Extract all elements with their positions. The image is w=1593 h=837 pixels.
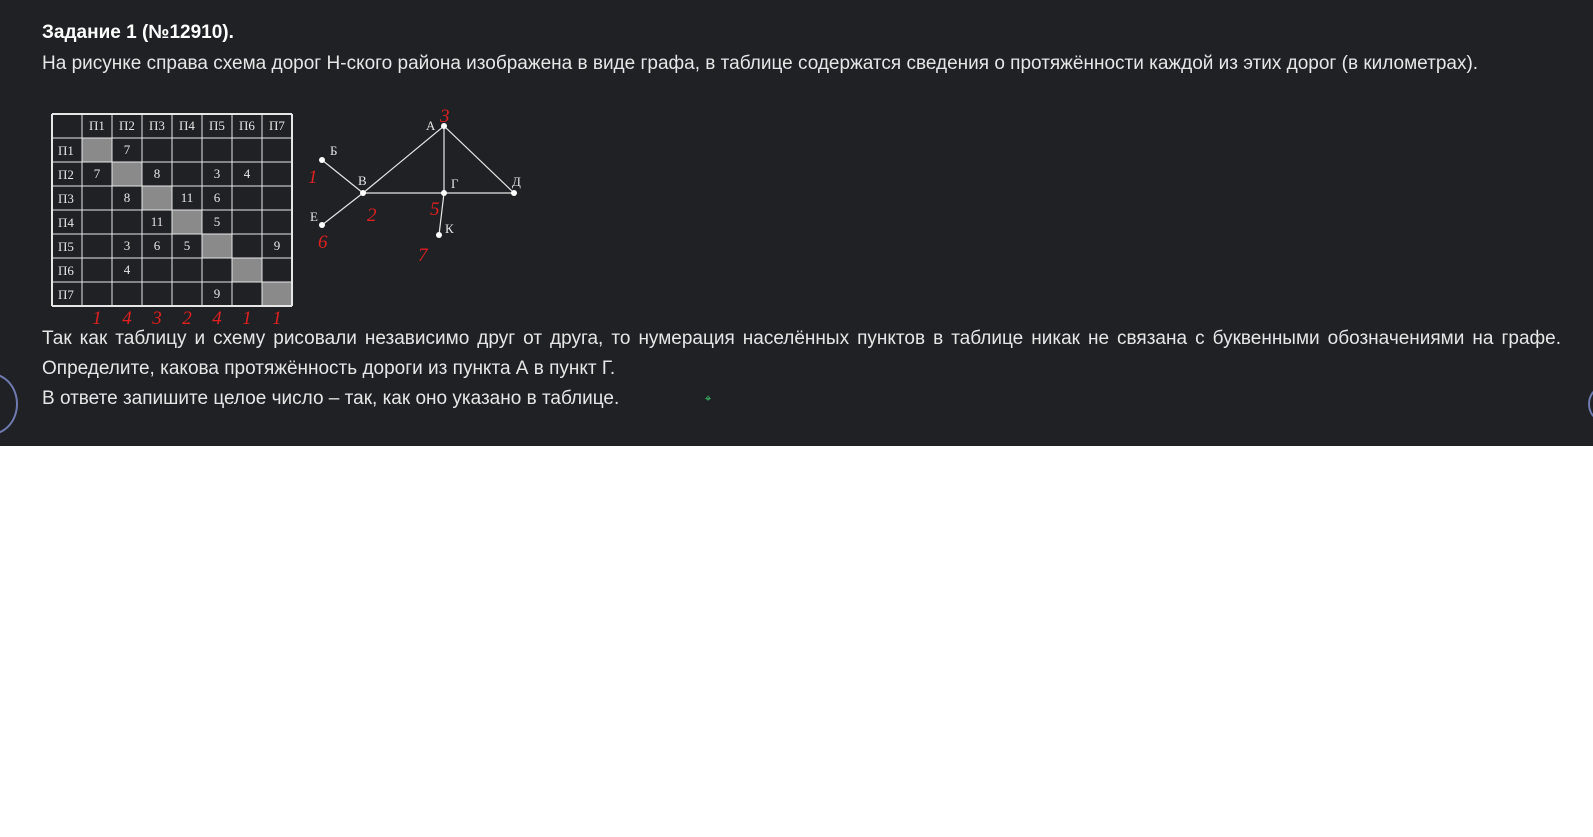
table-cell: 5 — [214, 214, 221, 229]
table-cell: 11 — [151, 214, 164, 229]
node-label-B: Б — [330, 143, 337, 158]
table-cell: 8 — [124, 190, 131, 205]
scroll-right-button[interactable] — [1588, 388, 1593, 420]
cursor-crosshair-icon: ⌖ — [705, 393, 712, 405]
road-graph: А Б В Г Д Е К 3 1 2 5 6 7 — [308, 106, 521, 266]
node-annotation-G: 5 — [430, 199, 440, 220]
table-column-header: П6 — [239, 118, 255, 133]
handwritten-number: 1 — [242, 308, 252, 326]
handwritten-number: 2 — [182, 308, 192, 326]
table-cell: 6 — [154, 238, 161, 253]
table-row-header: П4 — [58, 215, 74, 230]
diagonal-cell — [82, 138, 112, 162]
diagonal-cell — [262, 282, 292, 306]
diagonal-cell — [172, 210, 202, 234]
edge-G-K — [438, 192, 445, 236]
edge-A-D — [443, 125, 515, 194]
diagonal-cell — [142, 186, 172, 210]
node-annotation-B: 1 — [308, 167, 318, 188]
node-A — [441, 123, 447, 129]
handwritten-number: 1 — [272, 308, 282, 326]
table-row-header: П1 — [58, 143, 74, 158]
node-label-D: Д — [512, 174, 521, 189]
table-cell: 8 — [154, 166, 161, 181]
task-intro: На рисунке справа схема дорог Н-ского ра… — [42, 53, 1479, 74]
edge-A-V — [362, 125, 445, 194]
table-cell: 11 — [181, 190, 194, 205]
node-label-G: Г — [451, 176, 459, 191]
table-column-header: П4 — [179, 118, 195, 133]
diagonal-cell — [202, 234, 232, 258]
table-cell: 5 — [184, 238, 191, 253]
edge-V-E — [321, 192, 364, 226]
table-column-header: П1 — [89, 118, 105, 133]
node-annotation-E: 6 — [318, 232, 328, 253]
diagonal-cell — [112, 162, 142, 186]
task-note: Так как таблицу и схему рисовали независ… — [42, 328, 1561, 379]
edge-B-V — [321, 159, 364, 194]
table-cell: 6 — [214, 190, 221, 205]
table-row-header: П2 — [58, 167, 74, 182]
table-column-header: П3 — [149, 118, 165, 133]
node-annotation-V: 2 — [367, 205, 377, 226]
table-row-header: П6 — [58, 263, 74, 278]
table-row-header: П5 — [58, 239, 74, 254]
table-column-header: П7 — [269, 118, 285, 133]
node-annotation-A: 3 — [439, 108, 450, 127]
table-cell: 4 — [244, 166, 251, 181]
node-annotation-K: 7 — [418, 245, 429, 266]
node-B — [319, 157, 325, 163]
handwritten-number: 3 — [151, 308, 162, 326]
node-label-A: А — [426, 118, 436, 133]
task-panel: Задание 1 (№12910). На рисунке справа сх… — [0, 0, 1593, 446]
handwritten-number: 4 — [212, 308, 222, 326]
scroll-left-button[interactable] — [0, 373, 18, 435]
node-V — [360, 190, 366, 196]
node-K — [436, 232, 442, 238]
node-G — [441, 190, 447, 196]
node-label-V: В — [358, 173, 367, 188]
node-D — [511, 190, 517, 196]
handwritten-column-numbers: 1 4 3 2 4 1 1 — [92, 308, 282, 329]
diagonal-cell — [232, 258, 262, 282]
node-label-K: К — [445, 221, 454, 236]
node-E — [319, 222, 325, 228]
answer-instruction: В ответе запишите целое число – так, как… — [42, 388, 620, 409]
table-cell: 3 — [214, 166, 221, 181]
table-cell: 9 — [214, 286, 221, 301]
table-row-header: П3 — [58, 191, 74, 206]
table-row-header: П7 — [58, 287, 74, 302]
table-cell: 7 — [94, 166, 101, 181]
table-column-header: П5 — [209, 118, 225, 133]
table-cell: 3 — [124, 238, 131, 253]
node-label-E: Е — [310, 209, 318, 224]
table-cell: 9 — [274, 238, 281, 253]
table-cell: 4 — [124, 262, 131, 277]
table-cell: 7 — [124, 142, 131, 157]
task-title: Задание 1 (№12910). — [42, 22, 234, 43]
table-column-header: П2 — [119, 118, 135, 133]
handwritten-number: 4 — [122, 308, 132, 326]
handwritten-number: 1 — [92, 308, 102, 326]
